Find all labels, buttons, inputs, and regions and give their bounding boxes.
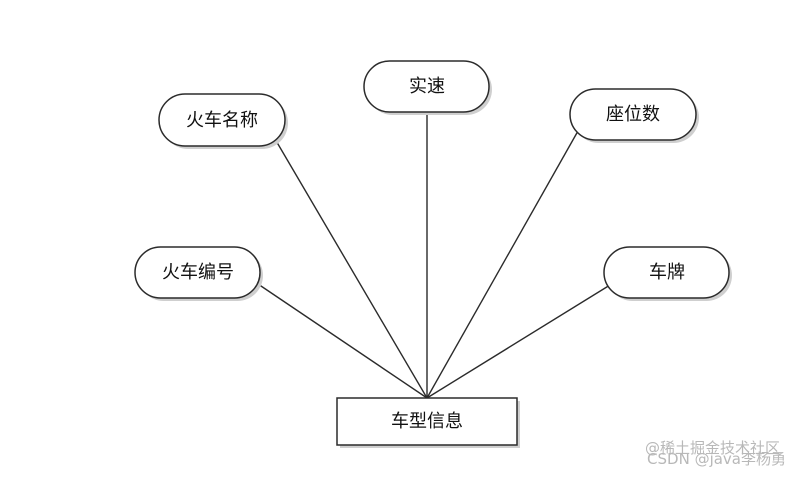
attribute-plate-label: 车牌: [649, 262, 685, 283]
connector-train-name: [274, 138, 428, 399]
attribute-plate: 车牌: [603, 246, 732, 301]
attribute-train-number-label: 火车编号: [162, 262, 234, 283]
attribute-speed-label: 实速: [409, 76, 445, 97]
attribute-seat-count: 座位数: [569, 88, 699, 143]
attribute-train-name-label: 火车名称: [186, 110, 258, 131]
connector-seat-count: [426, 130, 579, 399]
attribute-train-number: 火车编号: [134, 246, 263, 301]
connector-train-number: [257, 283, 428, 399]
connector-plate: [426, 284, 611, 399]
entity-vehicle-type-info: 车型信息: [336, 397, 520, 448]
attribute-seat-count-label: 座位数: [606, 104, 660, 125]
entity-label: 车型信息: [391, 411, 463, 432]
attribute-speed: 实速: [363, 60, 492, 115]
watermark-csdn: CSDN @java李杨勇: [647, 450, 786, 468]
watermark-juejin: @稀土掘金技术社区: [645, 439, 780, 457]
attribute-train-name: 火车名称: [158, 93, 288, 149]
